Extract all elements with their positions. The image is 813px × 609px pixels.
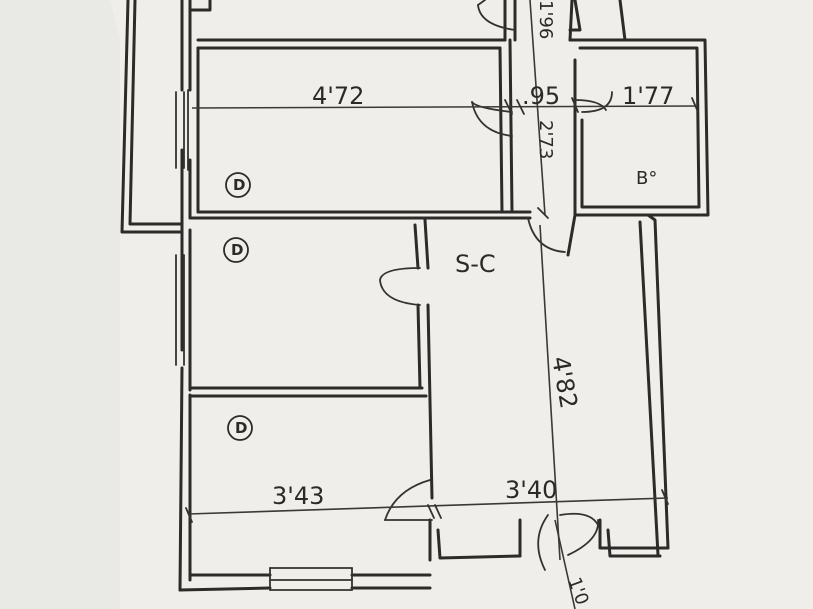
- right-room-mark: B°: [636, 168, 657, 189]
- paper-shadow: [0, 0, 120, 609]
- svg-text:D: D: [235, 419, 247, 437]
- dim-bottom-right: 3'40: [505, 476, 557, 504]
- dim-corridor-vertical: 2'73: [535, 120, 556, 159]
- room-badge-top: D: [225, 172, 251, 198]
- walls: [120, 0, 710, 592]
- room-badge-bottom: D: [227, 415, 253, 441]
- room-badge-middle: D: [223, 237, 249, 263]
- dim-top-room-width: 4'72: [312, 82, 364, 110]
- svg-text:D: D: [231, 241, 243, 259]
- room-badges: D D D: [223, 172, 253, 441]
- dim-top-edge: 1'96: [535, 0, 556, 39]
- dimension-lines: [185, 0, 699, 609]
- dim-corridor-width: .95: [522, 82, 560, 110]
- labels: 4'72 .95 1'77 2'73 1'96 S-C 4'82 3'43 3'…: [272, 0, 674, 608]
- dim-bottom-left: 3'43: [272, 482, 324, 510]
- dim-right-room-width: 1'77: [622, 82, 674, 110]
- svg-text:D: D: [233, 176, 245, 194]
- room-label-corridor: S-C: [455, 250, 496, 278]
